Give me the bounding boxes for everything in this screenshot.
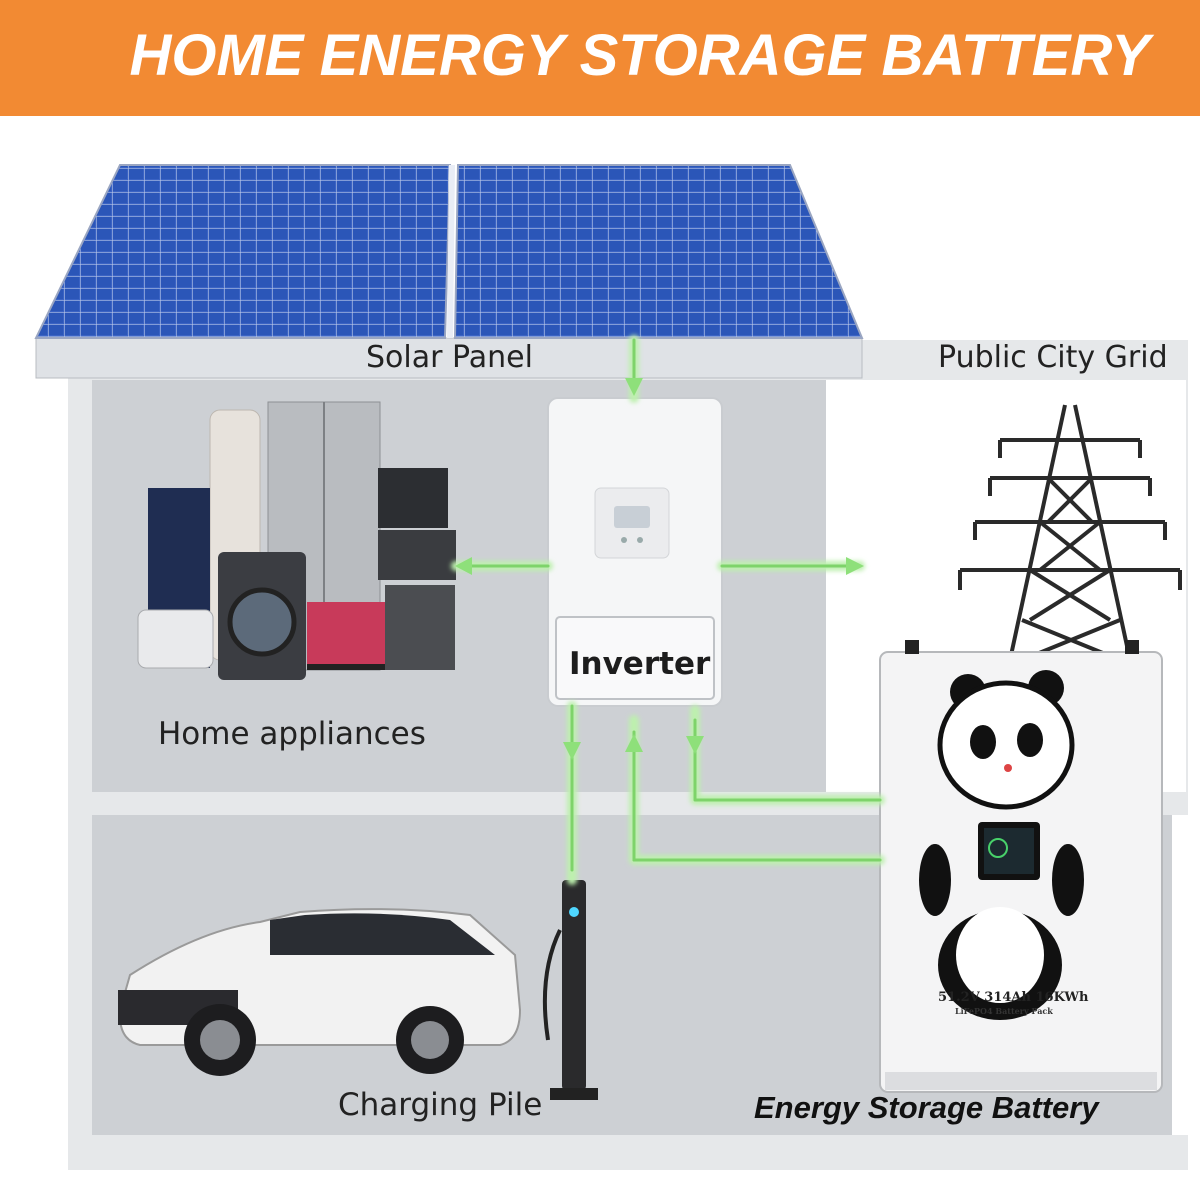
header-banner: HOME ENERGY STORAGE BATTERY <box>0 0 1200 116</box>
home-appliances-illustration <box>137 401 456 680</box>
solar-panel-label: Solar Panel <box>366 340 533 375</box>
energy-flow-lines <box>451 335 885 885</box>
battery-label: Energy Storage Battery <box>754 1090 1099 1125</box>
charging-pile-icon <box>542 880 598 1100</box>
page-title: HOME ENERGY STORAGE BATTERY <box>129 23 1150 88</box>
battery-unit <box>879 640 1163 1093</box>
electric-car-illustration <box>118 908 522 1076</box>
public-grid-label: Public City Grid <box>938 340 1168 375</box>
battery-spec-label: 51.2V 314Ah 16KWh <box>938 990 1089 1005</box>
inverter-label: Inverter <box>569 646 711 682</box>
energy-diagram <box>34 164 1192 1170</box>
home-appliances-label: Home appliances <box>158 716 426 752</box>
power-tower-icon <box>958 404 1182 662</box>
solar-panel <box>34 164 864 379</box>
charging-pile-label: Charging Pile <box>338 1087 543 1123</box>
battery-subspec-label: LiFePO4 Battery Pack <box>955 1006 1053 1016</box>
inverter-unit <box>547 397 723 707</box>
